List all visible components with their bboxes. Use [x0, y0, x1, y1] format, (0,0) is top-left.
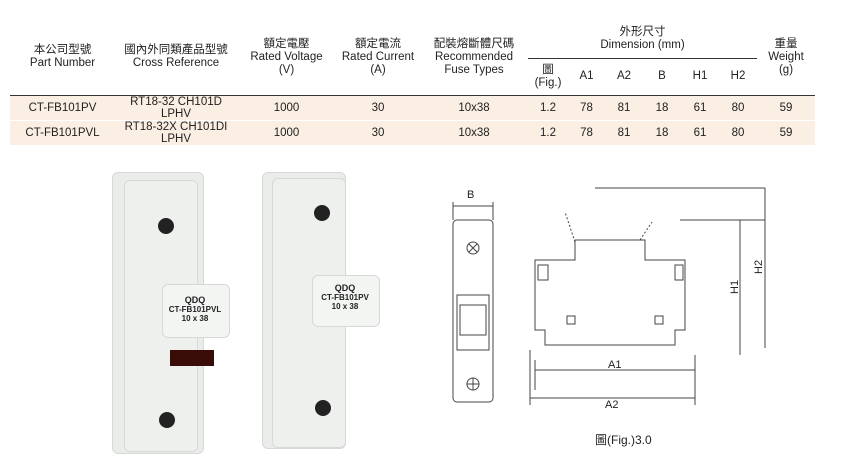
- table-cell: 30: [336, 119, 420, 145]
- terminal-screw-icon: [158, 218, 174, 234]
- dim-label-h1: H1: [729, 280, 741, 294]
- dim-label-a1: A1: [608, 359, 621, 371]
- table-cell: 10x38: [420, 119, 528, 145]
- header-fig: 圖(Fig.): [534, 63, 562, 89]
- table-cell: 78: [568, 94, 605, 120]
- header-b: B: [658, 70, 666, 82]
- dimension-drawing: B A1 A2 H1 H2: [452, 187, 766, 411]
- terminal-screw-icon: [314, 205, 330, 221]
- table-cell: 80: [719, 94, 757, 120]
- dim-label-a2: A2: [605, 399, 618, 411]
- front-view: [452, 202, 494, 403]
- terminal-screw-icon: [315, 400, 331, 416]
- table-cell: 1.2: [528, 119, 568, 145]
- table-cell: 61: [681, 119, 719, 145]
- table-cell: RT18-32X CH101DI LPHV: [115, 119, 237, 145]
- table-cell: 1000: [237, 119, 336, 145]
- header-a1: A1: [579, 70, 594, 82]
- table-cell: RT18-32 CH101D LPHV: [115, 94, 237, 120]
- table-cell: 10x38: [420, 94, 528, 120]
- dim-label-b: B: [467, 189, 474, 201]
- table-cell: 81: [605, 94, 643, 120]
- indicator-lamp: [170, 350, 214, 366]
- table-cell: 80: [719, 119, 757, 145]
- table-cell: 18: [643, 94, 681, 120]
- table-cell: 78: [568, 119, 605, 145]
- terminal-screw-icon: [159, 412, 175, 428]
- header-h1: H1: [692, 70, 708, 82]
- figure-caption: 圖(Fig.)3.0: [595, 433, 652, 447]
- table-cell: 59: [757, 119, 815, 145]
- header-h2: H2: [730, 70, 746, 82]
- table-cell: CT-FB101PV: [10, 94, 115, 120]
- table-cell: 59: [757, 94, 815, 120]
- table-cell: 30: [336, 94, 420, 120]
- table-cell: 1000: [237, 94, 336, 120]
- dim-label-h2: H2: [753, 260, 765, 274]
- header-a2: A2: [616, 70, 632, 82]
- table-cell: 61: [681, 94, 719, 120]
- table-cell: 81: [605, 119, 643, 145]
- table-cell: 1.2: [528, 94, 568, 120]
- table-cell: 18: [643, 119, 681, 145]
- table-cell: CT-FB101PVL: [10, 119, 115, 145]
- side-view: [529, 187, 766, 405]
